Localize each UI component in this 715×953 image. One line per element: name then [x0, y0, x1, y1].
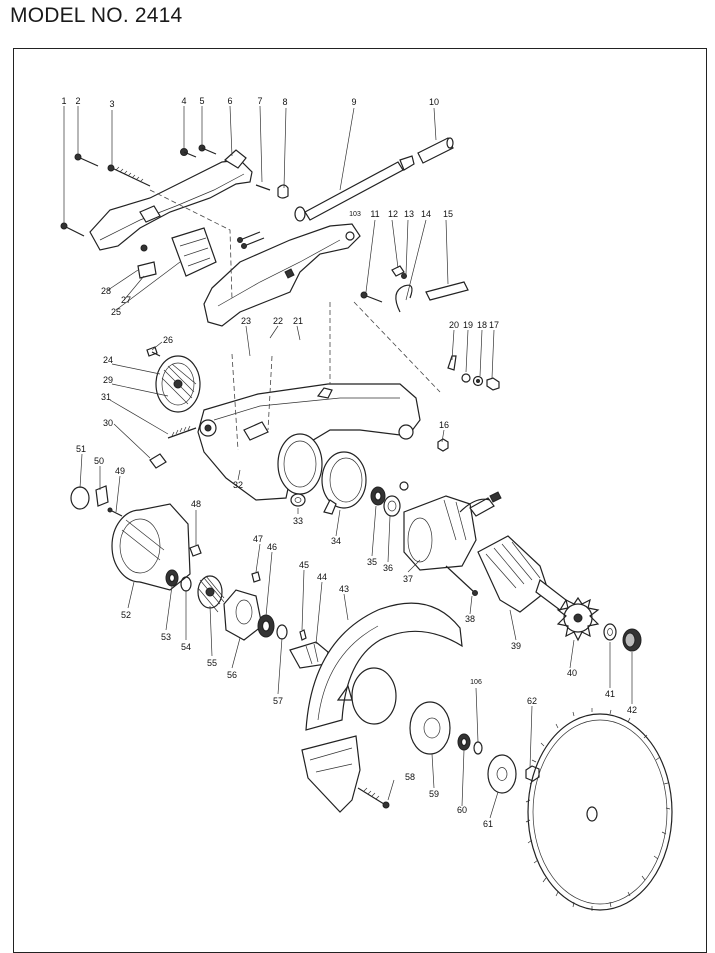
part-label-38: 38: [465, 614, 475, 624]
part-label-44: 44: [317, 572, 327, 582]
part-label-16: 16: [439, 420, 449, 430]
leader-lines: [63, 105, 633, 819]
part-label-62: 62: [527, 696, 537, 706]
part-label-60: 60: [457, 805, 467, 815]
part-label-41: 41: [605, 689, 615, 699]
part-label-17: 17: [489, 320, 499, 330]
part-label-21: 21: [293, 316, 303, 326]
part-label-14: 14: [421, 209, 431, 219]
fan-40: [556, 596, 600, 642]
part-label-54: 54: [181, 642, 191, 652]
part-label-40: 40: [567, 668, 577, 678]
part-label-24: 24: [103, 355, 113, 365]
part-label-20: 20: [449, 320, 459, 330]
blade-guard: [301, 602, 673, 911]
part-label-26: 26: [163, 335, 173, 345]
part-label-33: 33: [293, 516, 303, 526]
part-label-29: 29: [103, 375, 113, 385]
part-label-13: 13: [404, 209, 414, 219]
part-label-28: 28: [101, 286, 111, 296]
part-label-45: 45: [299, 560, 309, 570]
part-label-34: 34: [331, 536, 341, 546]
part-label-4: 4: [181, 96, 186, 106]
part-label-39: 39: [511, 641, 521, 651]
part-label-8: 8: [282, 97, 287, 107]
part-label-51: 51: [76, 444, 86, 454]
part-label-22: 22: [273, 316, 283, 326]
part-label-58: 58: [405, 772, 415, 782]
part-label-103: 103: [349, 211, 361, 218]
part-label-12: 12: [388, 209, 398, 219]
part-label-35: 35: [367, 557, 377, 567]
part-label-18: 18: [477, 320, 487, 330]
part-label-59: 59: [429, 789, 439, 799]
part-label-30: 30: [103, 418, 113, 428]
part-label-36: 36: [383, 563, 393, 573]
part-label-1: 1: [61, 96, 66, 106]
part-label-43: 43: [339, 584, 349, 594]
part-label-2: 2: [75, 96, 80, 106]
gear-train: [70, 485, 329, 669]
part-label-52: 52: [121, 610, 131, 620]
motor-assembly: [321, 451, 642, 652]
part-label-27: 27: [121, 295, 131, 305]
part-label-3: 3: [109, 99, 114, 109]
switch-parts: [360, 265, 500, 391]
part-number-labels: 1 2 3 4 5 6 7 8 9 10 11 12 13 14 15 16 1…: [61, 96, 637, 829]
part-label-49: 49: [115, 466, 125, 476]
part-label-7: 7: [257, 96, 262, 106]
part-label-25: 25: [111, 307, 121, 317]
part-label-15: 15: [443, 209, 453, 219]
part-label-48: 48: [191, 499, 201, 509]
part-label-55: 55: [207, 658, 217, 668]
part-label-106: 106: [470, 679, 482, 686]
part-label-47: 47: [253, 534, 263, 544]
part-label-42: 42: [627, 705, 637, 715]
part-label-61: 61: [483, 819, 493, 829]
part-label-5: 5: [199, 96, 204, 106]
part-label-9: 9: [351, 97, 356, 107]
part-label-6: 6: [227, 96, 232, 106]
part-label-46: 46: [267, 542, 277, 552]
part-label-11: 11: [370, 209, 379, 219]
part-label-32: 32: [233, 480, 243, 490]
part-label-57: 57: [273, 696, 283, 706]
part-label-23: 23: [241, 316, 251, 326]
handle-assembly: [60, 137, 454, 327]
part-label-56: 56: [227, 670, 237, 680]
part-label-31: 31: [101, 392, 111, 402]
model-title: MODEL NO. 2414: [10, 4, 183, 27]
part-label-50: 50: [94, 456, 104, 466]
part-label-37: 37: [403, 574, 413, 584]
part-label-19: 19: [463, 320, 473, 330]
part-label-10: 10: [429, 97, 439, 107]
gear-housing: [146, 189, 449, 507]
part-label-53: 53: [161, 632, 171, 642]
